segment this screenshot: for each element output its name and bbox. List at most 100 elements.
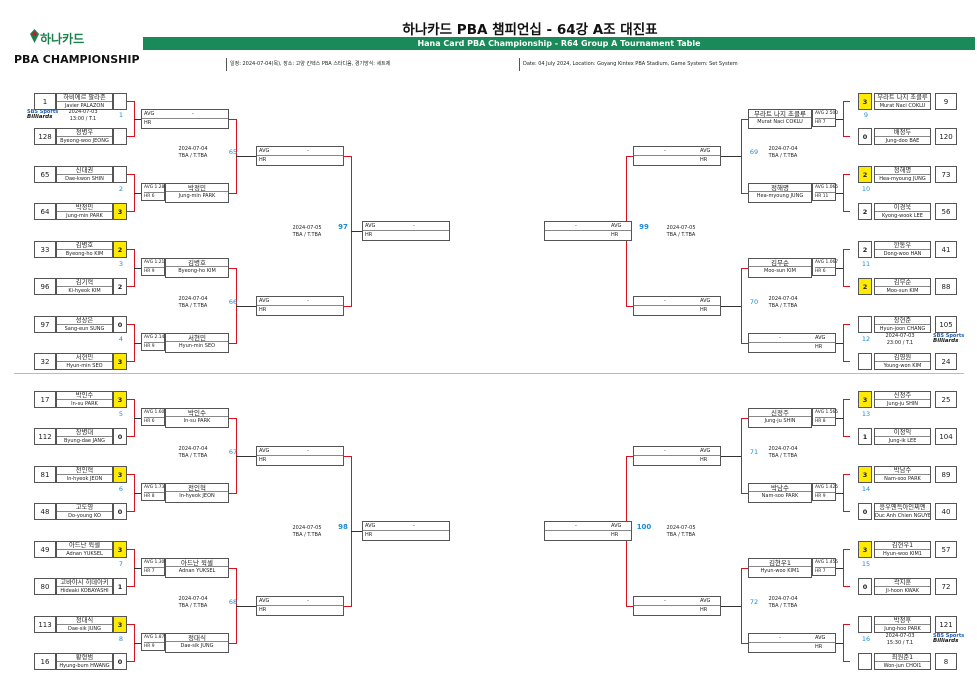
match-number: 16 (861, 635, 871, 643)
connector-line (843, 511, 850, 512)
sponsor-logo: 하나카드 (40, 32, 85, 46)
match-number: 66 (228, 298, 238, 306)
set-score: 3 (858, 391, 872, 408)
match-time: 15:30 / T.1 (886, 640, 914, 646)
stat-value: - (664, 148, 666, 154)
set-score: 2 (113, 278, 127, 295)
connector-line (721, 606, 741, 607)
winner-name-korean: 서현민 (166, 334, 228, 342)
seed-number: 49 (34, 541, 56, 558)
connector-line (134, 493, 141, 494)
connector-line (741, 343, 748, 344)
stat-value: - (575, 523, 577, 529)
set-score (113, 93, 127, 110)
stat-row: HR (749, 643, 835, 652)
connector-line (229, 268, 236, 269)
stat-label: AVG (259, 598, 270, 604)
seed-number: 104 (935, 428, 957, 445)
connector-line (229, 493, 236, 494)
stat-label: HR (815, 644, 823, 650)
seed-number: 65 (34, 166, 56, 183)
set-score: 1 (113, 578, 127, 595)
player-name-korean: 이정익 (875, 429, 930, 437)
connector-line (134, 268, 141, 269)
set-score: 3 (858, 466, 872, 483)
connector-line (127, 136, 134, 137)
winner-name-korean: 김무순 (749, 259, 811, 267)
stat-label: AVG (259, 148, 270, 154)
seed-number: 16 (34, 653, 56, 670)
player-name-english: Hyun-min SEO (66, 363, 103, 369)
stat-label: AVG (815, 335, 826, 341)
player-name-korean: 박인수 (57, 392, 112, 400)
player-name-english: Byeong-woo JEONG (60, 138, 109, 144)
player-name-english: Moo-sun KIM (886, 288, 919, 294)
match-number: 5 (118, 410, 124, 418)
stat-value: - (575, 223, 577, 229)
match-number: 70 (749, 298, 759, 306)
connector-line (843, 474, 850, 475)
player-name-english: Dae-sik JUNG (67, 626, 102, 632)
winner-name-korean: 박정민 (166, 184, 228, 192)
connector-line (344, 306, 351, 307)
stat-label: HR (259, 157, 267, 163)
connector-line (836, 568, 843, 569)
stat-row: HR (257, 306, 343, 315)
winner-name-english: Adnan YUKSEL (178, 568, 216, 574)
player-name-korean: 김무순 (875, 279, 930, 287)
player-name-english: Nam-soo PARK (884, 476, 921, 482)
match-time: TBA / T.TBA (768, 453, 798, 459)
connector-line (836, 493, 843, 494)
stat-label: AVG (365, 523, 376, 529)
stat-label: HR (259, 307, 267, 313)
connector-line (127, 361, 134, 362)
match-number: 69 (749, 148, 759, 156)
set-score (113, 166, 127, 183)
stat-value: - (664, 298, 666, 304)
winner-name-english: Hyun-woo KIM1 (760, 568, 800, 574)
player-name-english: Ki-hyeok KIM (68, 288, 101, 294)
seed-number: 33 (34, 241, 56, 258)
match-number: 9 (863, 111, 869, 119)
stat-row: HR (545, 231, 631, 240)
hr-value: HR 9 (144, 643, 155, 649)
player-name-korean: 김영원 (875, 354, 930, 362)
connector-line (843, 249, 844, 287)
broadcaster-line2: Billiards (27, 114, 53, 120)
stat-row: HR (634, 306, 720, 315)
set-score: 2 (858, 278, 872, 295)
hr-value: HR 6 (144, 418, 155, 424)
set-score: 0 (113, 503, 127, 520)
match-number: 2 (118, 185, 124, 193)
player-name-korean: 황형범 (57, 654, 112, 662)
connector-line (843, 586, 850, 587)
stat-row: -AVG (545, 222, 631, 231)
avg-value: AVG 1.286 (144, 184, 167, 193)
seed-number: 56 (935, 203, 957, 220)
player-name-english: Kyong-wook LEE (882, 213, 923, 219)
connector-line (836, 119, 843, 120)
connector-line (843, 624, 850, 625)
player-name-korean: 하비에르 팔라존 (57, 94, 112, 102)
stat-row: HR (142, 119, 228, 128)
connector-line (344, 606, 351, 607)
